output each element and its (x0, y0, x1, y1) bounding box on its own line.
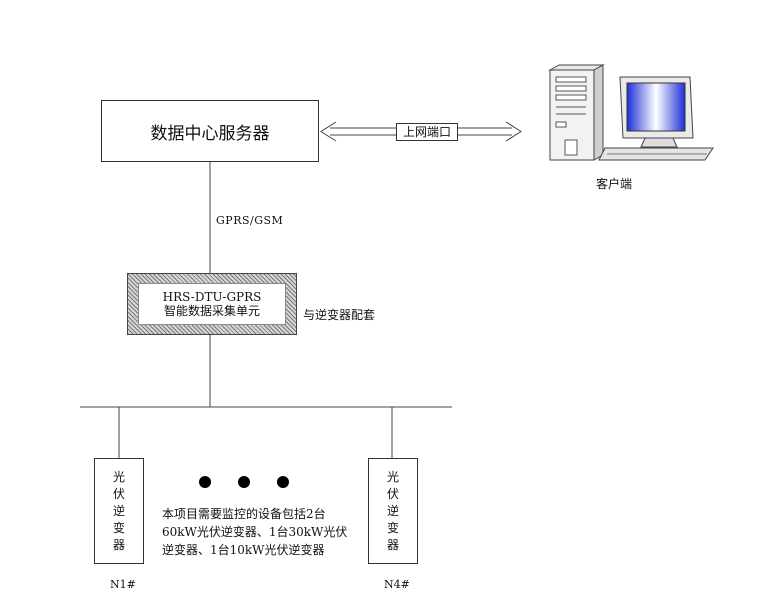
computer-icon (545, 62, 715, 172)
inverter-char: 器 (113, 537, 125, 554)
inverter-char: 器 (387, 537, 399, 554)
inverter-char: 伏 (387, 486, 399, 503)
inverter-char: 光 (113, 469, 125, 486)
internet-port-label: 上网端口 (396, 123, 458, 141)
dtu-model: HRS-DTU-GPRS (163, 290, 262, 304)
dtu-label-panel: HRS-DTU-GPRS 智能数据采集单元 (138, 283, 286, 325)
device-note: 本项目需要监控的设备包括2台 60kW光伏逆变器、1台30kW光伏 逆变器、1台… (162, 505, 362, 559)
inverter-char: 逆 (387, 503, 399, 520)
inverter-box-n1: 光 伏 逆 变 器 (94, 458, 144, 564)
inverter-id-n4: N4# (384, 578, 410, 591)
inverter-id-n1: N1# (110, 578, 136, 591)
note-line: 逆变器、1台10kW光伏逆变器 (162, 541, 362, 559)
inverter-char: 伏 (113, 486, 125, 503)
inverter-char: 光 (387, 469, 399, 486)
inverter-char: 逆 (113, 503, 125, 520)
inverter-box-n4: 光 伏 逆 变 器 (368, 458, 418, 564)
note-line: 本项目需要监控的设备包括2台 (162, 505, 362, 523)
inverter-char: 变 (113, 520, 125, 537)
inverter-char: 变 (387, 520, 399, 537)
dtu-unit: HRS-DTU-GPRS 智能数据采集单元 (127, 273, 297, 335)
ellipsis-dot (238, 476, 250, 488)
ellipsis-dot (199, 476, 211, 488)
dtu-description: 智能数据采集单元 (164, 304, 260, 318)
server-label: 数据中心服务器 (151, 119, 270, 144)
note-line: 60kW光伏逆变器、1台30kW光伏 (162, 523, 362, 541)
gprs-gsm-label: GPRS/GSM (216, 214, 283, 227)
dtu-note: 与逆变器配套 (303, 306, 375, 323)
ellipsis-dot (277, 476, 289, 488)
client-label: 客户端 (596, 175, 632, 192)
data-center-server: 数据中心服务器 (101, 100, 319, 162)
